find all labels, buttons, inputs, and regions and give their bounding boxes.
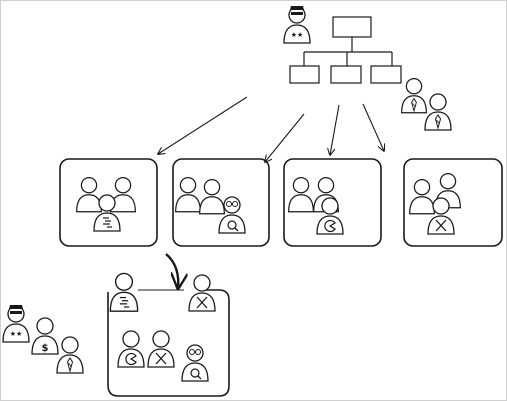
team-box-4 <box>403 158 503 247</box>
tools-role-icon <box>147 330 175 368</box>
tools-role-icon <box>188 274 216 312</box>
svg-text:★★: ★★ <box>10 330 23 338</box>
svg-text:$: $ <box>42 343 49 354</box>
team-box-2 <box>172 158 270 247</box>
team-member-icon <box>288 176 314 213</box>
leader-icon: ★★ <box>2 305 30 343</box>
team-member-icon <box>110 176 136 213</box>
manager-icon <box>401 77 427 114</box>
pacman-role-icon <box>316 197 344 235</box>
manager-icon <box>424 93 452 131</box>
planner-icon <box>109 272 139 312</box>
manager-icon <box>56 336 84 374</box>
leader-icon: ★★ <box>283 6 311 44</box>
tools-role-icon <box>427 197 455 235</box>
analyst-icon <box>218 196 246 234</box>
team-member-icon <box>409 178 435 215</box>
team-box-3 <box>283 158 382 247</box>
planner-icon <box>93 194 121 232</box>
mixed-team-box <box>107 289 230 397</box>
curved-arrow <box>165 253 178 288</box>
svg-text:★★: ★★ <box>291 31 304 39</box>
org-chart-icon <box>289 16 402 84</box>
connector-arrows <box>158 96 384 162</box>
team-box-1 <box>59 158 158 247</box>
pacman-role-icon <box>117 330 145 368</box>
team-boxes <box>59 158 503 397</box>
team-member-icon <box>175 176 201 213</box>
finance-icon: $ <box>31 317 59 355</box>
analyst-icon <box>181 344 209 382</box>
team-member-icon <box>199 178 225 215</box>
team-member-icon <box>76 176 102 213</box>
